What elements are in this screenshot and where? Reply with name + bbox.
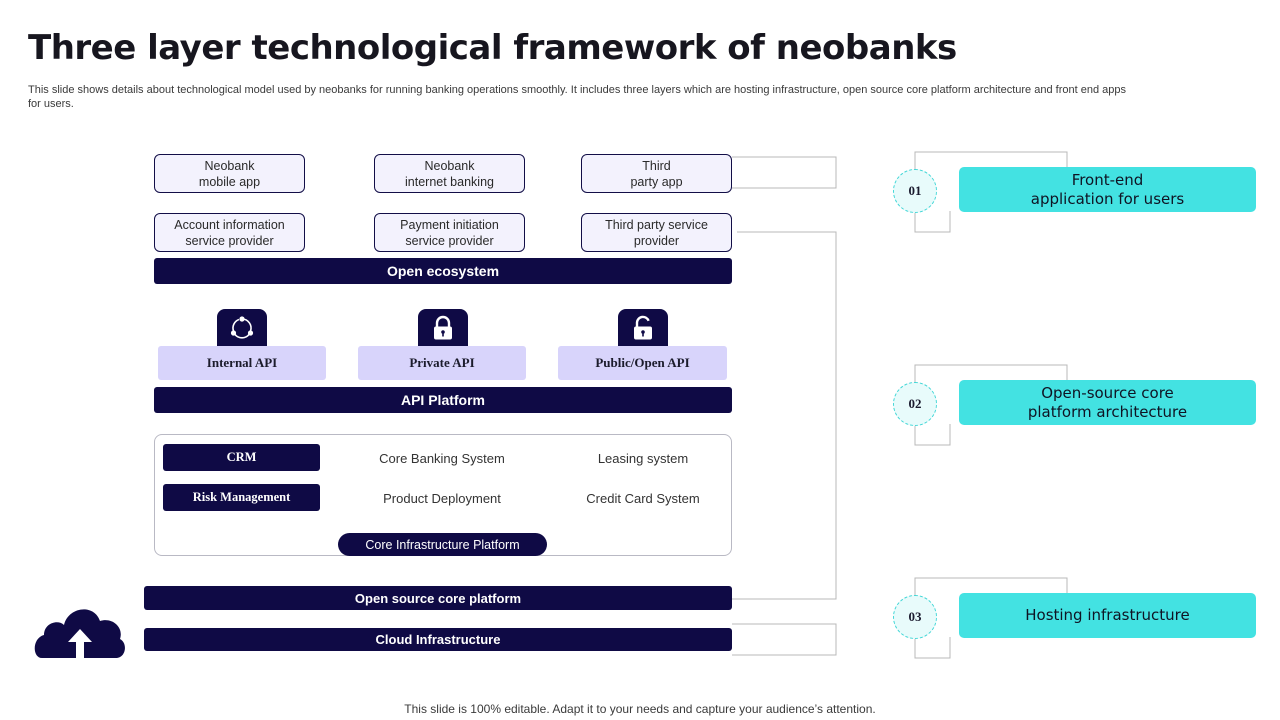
layer-card-front-end: Front-end application for users <box>959 167 1256 212</box>
layer-card-hosting: Hosting infrastructure <box>959 593 1256 638</box>
bracket-platform <box>732 231 837 600</box>
layer2-bracket-bottom <box>914 421 951 446</box>
core-banking-system-label: Core Banking System <box>379 451 505 466</box>
api-platform-bar: API Platform <box>154 387 732 413</box>
crm-box: CRM <box>163 444 320 471</box>
public-api-tab <box>618 309 668 347</box>
risk-management-box: Risk Management <box>163 484 320 511</box>
core-infrastructure-platform-pill: Core Infrastructure Platform <box>338 533 547 556</box>
app-box-third-party: Third party app <box>581 154 732 193</box>
provider-box-payment-initiation: Payment initiation service provider <box>374 213 525 252</box>
layer-number-02: 02 <box>893 382 937 426</box>
layer-card-open-source-core: Open-source core platform architecture <box>959 380 1256 425</box>
layer-number-01: 01 <box>893 169 937 213</box>
page-subtitle: This slide shows details about technolog… <box>28 84 1126 110</box>
leasing-system-label: Leasing system <box>597 451 689 466</box>
bracket-cloud <box>732 623 837 656</box>
provider-box-third-party-service: Third party service provider <box>581 213 732 252</box>
cloud-upload-icon <box>34 609 125 658</box>
unlock-icon <box>634 315 652 340</box>
layer1-bracket-top <box>914 151 1068 175</box>
page-title: Three layer technological framework of n… <box>28 28 957 68</box>
app-box-internet-banking: Neobank internet banking <box>374 154 525 193</box>
lock-icon <box>434 315 452 340</box>
layer1-bracket-bottom <box>914 208 951 233</box>
app-box-mobile: Neobank mobile app <box>154 154 305 193</box>
layer3-bracket-bottom <box>914 634 951 659</box>
credit-card-system-label: Credit Card System <box>586 491 700 506</box>
internal-api-card: Internal API <box>158 346 326 380</box>
cloud-infrastructure-bar: Cloud Infrastructure <box>144 628 732 651</box>
layer2-bracket-top <box>914 364 1068 388</box>
network-cycle-icon <box>230 316 254 339</box>
layer-number-03: 03 <box>893 595 937 639</box>
product-deployment-label: Product Deployment <box>383 491 501 506</box>
bracket-apps <box>732 156 837 189</box>
public-api-card: Public/Open API <box>558 346 727 380</box>
private-api-tab <box>418 309 468 347</box>
private-api-card: Private API <box>358 346 526 380</box>
open-ecosystem-bar: Open ecosystem <box>154 258 732 284</box>
footer-note: This slide is 100% editable. Adapt it to… <box>404 702 876 716</box>
open-source-core-platform-bar: Open source core platform <box>144 586 732 610</box>
provider-box-account-info: Account information service provider <box>154 213 305 252</box>
layer3-bracket-top <box>914 577 1068 601</box>
internal-api-tab <box>217 309 267 347</box>
